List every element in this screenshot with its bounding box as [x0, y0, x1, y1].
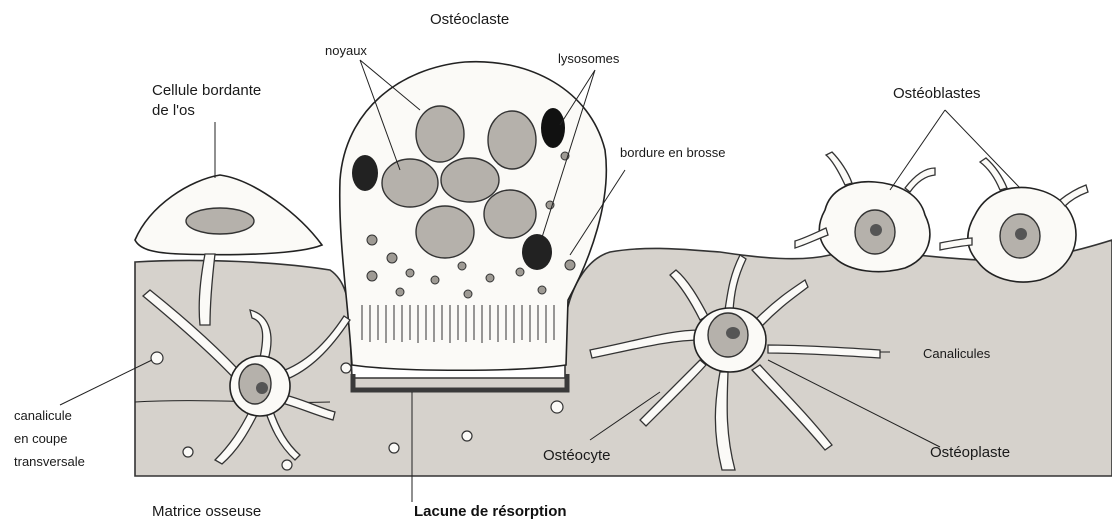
label-osteoclaste: Ostéoclaste — [430, 11, 509, 28]
label-noyaux: noyaux — [325, 43, 367, 58]
label-cellule-bordante-2: de l'os — [152, 102, 195, 119]
label-cellule-bordante-1: Cellule bordante — [152, 82, 261, 99]
lining-cell-nucleus — [186, 208, 254, 234]
osteoblast-1 — [795, 152, 935, 272]
label-canalicule-1: canalicule — [14, 408, 72, 423]
label-matrice-osseuse: Matrice osseuse — [152, 503, 261, 520]
label-canalicule-2: en coupe — [14, 431, 68, 446]
label-osteocyte: Ostéocyte — [543, 447, 611, 464]
label-lacune-de-resorption: Lacune de résorption — [414, 503, 567, 520]
label-lysosomes: lysosomes — [558, 51, 620, 66]
label-osteoblastes: Ostéoblastes — [893, 85, 981, 102]
label-osteoplaste: Ostéoplaste — [930, 444, 1010, 461]
osteoclast-cell — [340, 62, 607, 371]
label-canalicules: Canalicules — [923, 346, 991, 361]
label-bordure-en-brosse: bordure en brosse — [620, 145, 726, 160]
label-canalicule-3: transversale — [14, 454, 85, 469]
